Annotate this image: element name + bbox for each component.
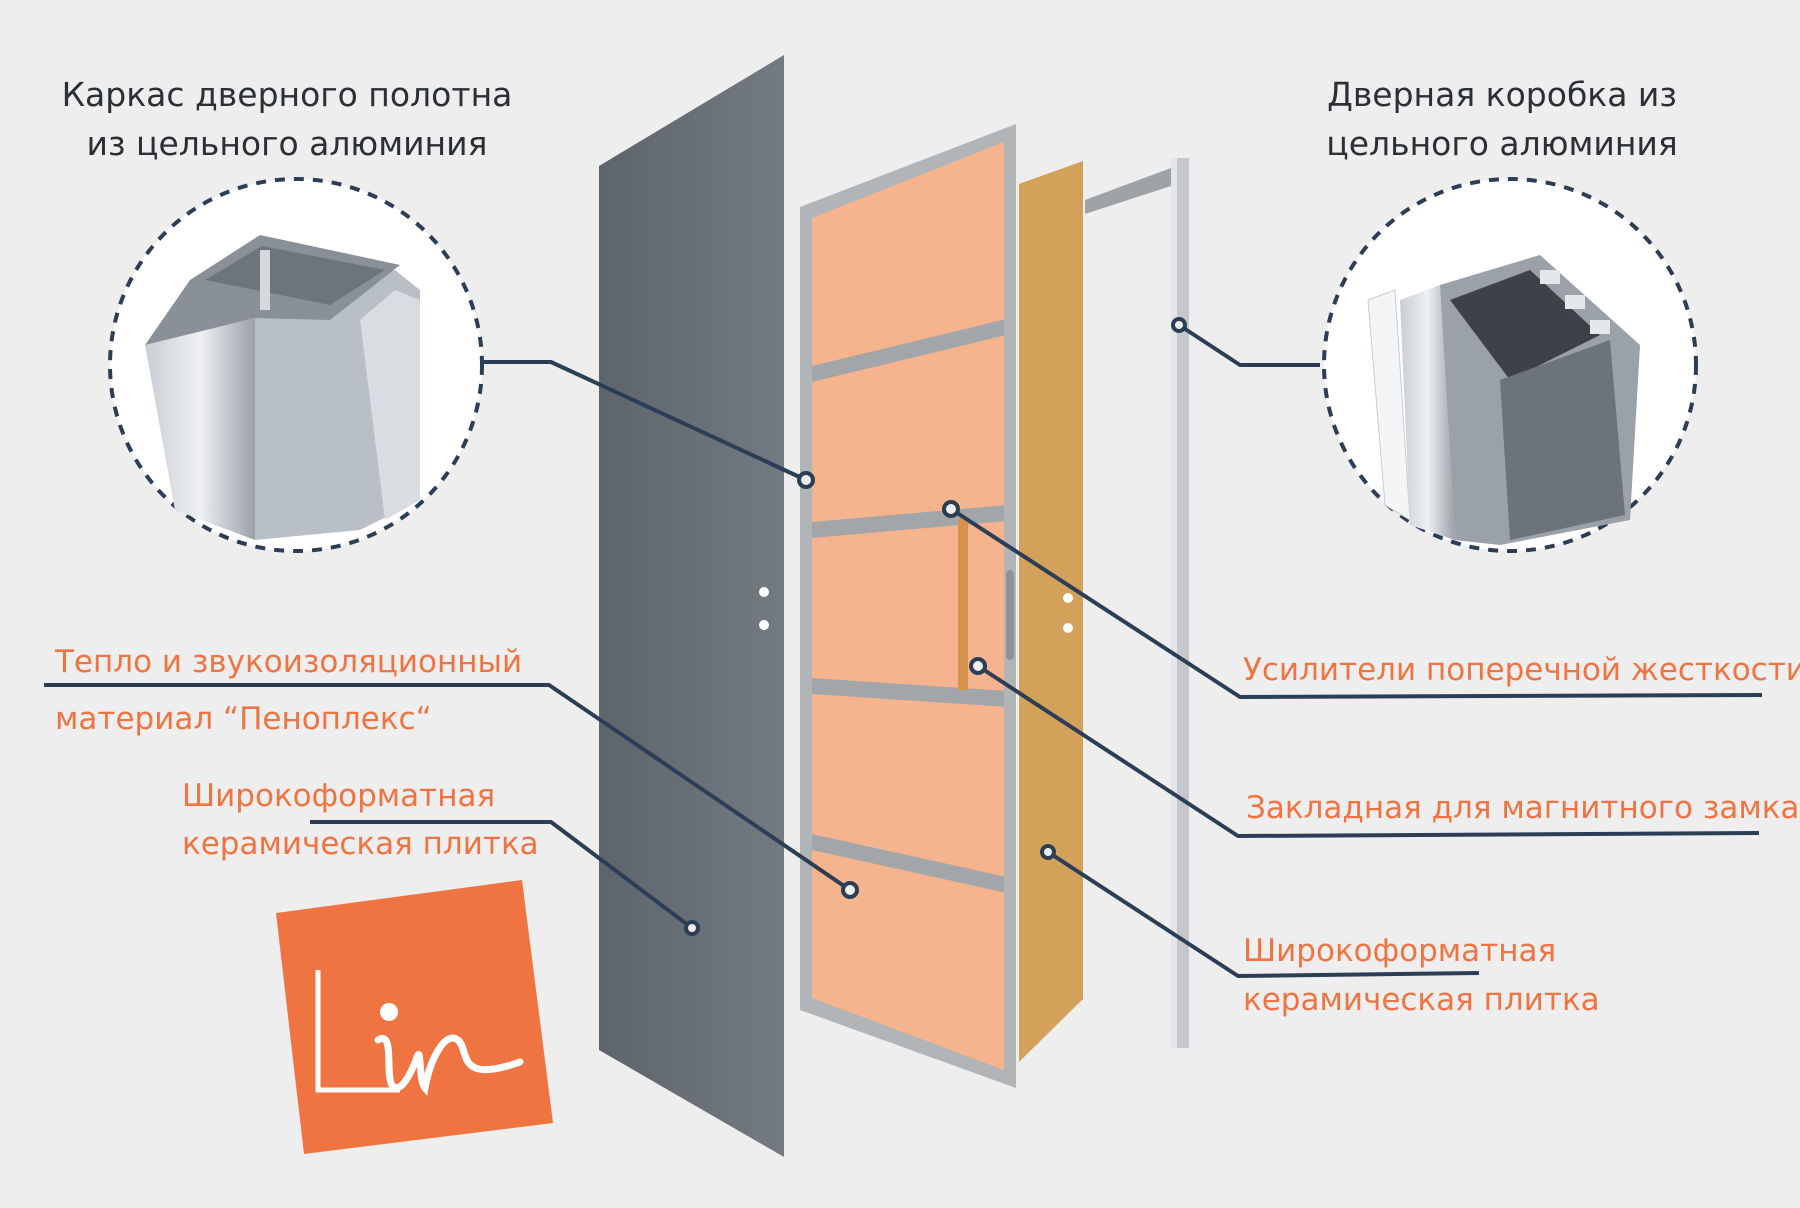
leader-line-stiffeners: [949, 507, 1763, 699]
label-tile-left-line-1: Широкоформатная: [182, 778, 495, 814]
leader-dot: [1040, 844, 1056, 860]
ceramic-tile-panel-back: [1019, 161, 1083, 1062]
stiffener-bar: [812, 834, 1004, 893]
label-tile-left-line-2: керамическая плитка: [182, 826, 539, 862]
lock-slot: [1006, 570, 1014, 660]
label-magnet-lock: Закладная для магнитного замка: [1246, 790, 1799, 826]
leader-dot: [1171, 317, 1187, 333]
leader-line-tile-right: [1046, 850, 1480, 978]
leader-line-door-box: [1177, 323, 1320, 367]
leader-dot: [969, 657, 987, 675]
door-leaf-profile-detail: [108, 177, 484, 553]
magnet-lock-insert: [958, 516, 968, 690]
panel-hole: [759, 620, 769, 630]
door-frame-profile-detail: [1322, 177, 1698, 553]
door-leaf-frame: [800, 124, 1016, 1088]
panel-hole: [1063, 623, 1073, 633]
panel-hole: [1063, 593, 1073, 603]
label-insulation-line-2: материал “Пеноплекс“: [55, 701, 432, 737]
leader-line-insulation: [44, 683, 852, 892]
leader-dot: [841, 881, 859, 899]
leader-dot: [684, 920, 700, 936]
left-title-line-1: Каркас дверного полотна: [62, 75, 513, 114]
panel-hole: [759, 587, 769, 597]
leader-dot: [942, 500, 960, 518]
label-tile-right-line-2: керамическая плитка: [1243, 982, 1600, 1018]
leader-line-tile-left: [310, 820, 694, 930]
stiffener-bar: [812, 678, 1004, 707]
leader-line-leaf-frame: [482, 360, 807, 482]
left-title-line-2: из цельного алюминия: [87, 124, 488, 163]
ceramic-tile-panel-front: [599, 55, 784, 1157]
label-stiffeners: Усилители поперечной жесткости: [1243, 652, 1800, 688]
label-tile-right-line-1: Широкоформатная: [1243, 933, 1556, 969]
right-title-line-2: цельного алюминия: [1326, 124, 1677, 163]
stiffener-bar: [812, 319, 1004, 382]
right-title-line-1: Дверная коробка из: [1327, 75, 1677, 114]
label-insulation-line-1: Тепло и звукоизоляционный: [54, 644, 522, 680]
leader-dot: [797, 471, 815, 489]
brand-logo: [276, 880, 553, 1154]
door-frame-box: [1085, 158, 1189, 1048]
leader-line-magnet-lock: [976, 664, 1760, 838]
